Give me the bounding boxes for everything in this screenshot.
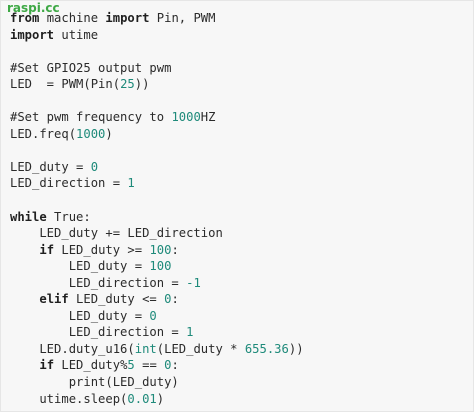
code-token-plain: LED_duty = [10,159,91,174]
code-token-kw: import [105,11,150,25]
code-token-plain: LED_duty >= [54,242,150,257]
site-watermark: raspi.cc [7,1,60,15]
code-token-plain: ) [156,391,165,406]
code-token-plain: (LED_duty * [156,341,245,356]
code-token-kw: import [10,27,55,42]
code-token-plain: LED_duty% [54,358,128,373]
code-line: LED = PWM(Pin(25)) [10,76,304,93]
code-token-plain: )) [134,77,150,92]
code-token-plain: : [171,358,179,373]
code-token-kw: if [39,358,55,373]
code-token-plain: LED.freq( [10,126,77,141]
code-line: ​ [10,142,304,159]
code-line: utime.sleep(0.01) [10,391,304,408]
code-line: elif LED_duty <= 0: [10,291,304,308]
code-token-plain: LED.duty_u16( [10,341,135,356]
code-line: LED.duty_u16(int(LED_duty * 655.36)) [10,341,304,358]
code-token-plain [10,358,39,372]
code-line: #Set pwm frequency to 1000HZ [10,109,304,126]
code-token-plain: : [171,292,179,307]
code-line: while True: [10,209,304,226]
code-token-num: 100 [149,259,172,274]
code-line: LED_direction = 1 [10,175,304,192]
code-token-num: 1 [127,176,135,191]
code-line: from machine import Pin, PWM [10,10,304,27]
code-token-plain [10,243,39,257]
code-token-plain [10,292,39,306]
code-token-num: 0 [90,159,99,174]
code-token-plain: ) [105,126,113,141]
code-token-plain: LED_direction = [10,325,187,340]
code-token-plain: #Set GPIO25 output pwm [10,60,172,75]
code-token-num: 1000 [171,110,201,125]
code-token-plain: LED_duty += LED_direction [10,226,223,241]
code-token-plain: LED_direction = [10,176,128,191]
code-token-plain: True: [46,209,91,224]
code-line: import utime [10,27,304,44]
code-line: if LED_duty >= 100: [10,242,304,259]
code-token-num: -1 [186,275,201,290]
code-token-kw: from [10,11,40,25]
code-token-num: 100 [149,242,172,257]
code-token-plain: #Set pwm frequency to [10,110,172,125]
code-token-plain: : [171,242,179,257]
code-line: #Set GPIO25 output pwm [10,60,304,77]
code-token-plain: utime [54,27,99,42]
code-token-num: 0 [149,308,157,323]
code-token-num: 1 [186,325,194,340]
code-token-plain: HZ [200,110,216,125]
code-token-builtin: int [134,341,157,356]
code-token-plain: LED_duty = [10,308,150,323]
code-line: LED_duty = 0 [10,308,304,325]
code-token-plain: LED_duty = [10,259,150,274]
code-line: LED_duty = 100 [10,258,304,275]
code-line: LED_direction = -1 [10,275,304,292]
code-token-num: 0.01 [127,391,157,406]
code-token-num: 0 [164,358,172,373]
code-line: ​ [10,93,304,110]
code-token-plain: print(LED_duty) [10,375,179,390]
code-token-plain: LED_duty <= [68,292,165,307]
code-token-kw: while [10,209,47,224]
code-token-plain: LED_direction = [10,275,187,290]
code-line: print(LED_duty) [10,374,304,391]
code-line: LED_duty += LED_direction [10,225,304,242]
code-line: LED_direction = 1 [10,324,304,341]
code-token-num: 0 [164,292,172,307]
code-token-num: 25 [120,77,135,92]
code-token-plain: Pin, PWM [149,11,216,25]
code-token-kw: if [39,242,55,257]
code-token-plain: == [134,358,165,373]
code-token-plain: )) [288,341,304,356]
code-token-num: 5 [127,358,135,373]
code-token-num: 1000 [76,126,106,141]
code-token-num: 655.36 [244,341,289,356]
code-token-plain: machine [39,11,106,25]
code-line: LED_duty = 0 [10,159,304,176]
code-token-plain: LED = PWM(Pin( [10,77,121,92]
code-line: ​ [10,192,304,209]
code-line: ​ [10,43,304,60]
code-line: if LED_duty%5 == 0: [10,357,304,374]
code-token-kw: elif [39,292,69,307]
code-line: LED.freq(1000) [10,126,304,143]
code-token-plain: utime.sleep( [10,391,128,406]
